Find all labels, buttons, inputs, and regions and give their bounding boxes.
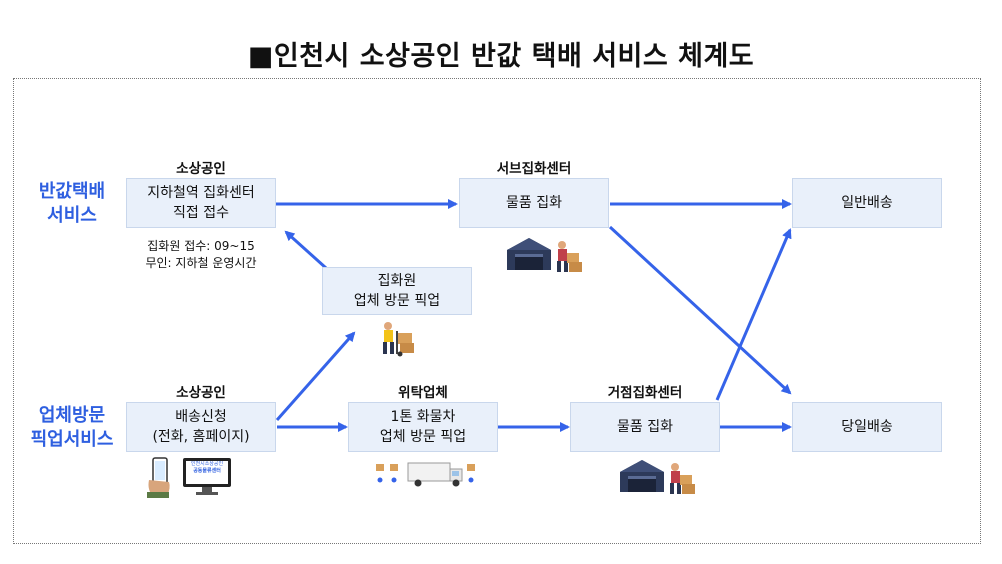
label-owner-bottom: 소상공인 bbox=[176, 385, 226, 401]
box-line: 물품 집화 bbox=[617, 419, 673, 435]
box-normal-delivery: 일반배송 bbox=[792, 178, 942, 228]
box-line: 배송신청 bbox=[175, 409, 227, 425]
label-contractor: 위탁업체 bbox=[398, 385, 448, 401]
delivery-truck-icon bbox=[376, 462, 475, 487]
box-delivery-apply: 배송신청 (전화, 홈페이지) bbox=[126, 402, 276, 452]
arrow-apply-to-collector bbox=[275, 331, 356, 421]
diagram-frame bbox=[13, 78, 981, 544]
arrow-collector-to-subway bbox=[284, 230, 328, 270]
box-sameday-delivery: 당일배송 bbox=[792, 402, 942, 452]
box-sub-collect: 물품 집화 bbox=[459, 178, 609, 228]
note-line: 집화원 접수: 09~15 bbox=[147, 239, 255, 253]
box-line: 업체 방문 픽업 bbox=[379, 429, 467, 445]
service-line: 픽업서비스 bbox=[30, 429, 114, 450]
service-line: 반값택배 bbox=[38, 181, 106, 202]
box-line: 당일배송 bbox=[841, 419, 893, 435]
box-line: 1톤 화물차 bbox=[390, 409, 456, 425]
box-line: 집화원 bbox=[377, 273, 417, 289]
box-line: 직접 접수 bbox=[173, 205, 229, 221]
label-owner-top: 소상공인 bbox=[176, 161, 226, 177]
label-sub-center: 서브집화센터 bbox=[496, 161, 572, 177]
box-line: (전화, 홈페이지) bbox=[152, 429, 250, 445]
monitor-line: 인천시소상공인 bbox=[190, 461, 224, 467]
arrow-hub-to-normal bbox=[715, 228, 792, 401]
box-collector: 집화원 업체 방문 픽업 bbox=[322, 267, 472, 315]
monitor-icon: 인천시소상공인 공동물류센터 bbox=[183, 458, 231, 496]
warehouse-worker-icon bbox=[507, 238, 582, 272]
warehouse-worker-icon bbox=[620, 460, 695, 494]
box-line: 지하철역 집화센터 bbox=[147, 185, 255, 201]
box-truck-pickup: 1톤 화물차 업체 방문 픽업 bbox=[348, 402, 498, 452]
note-line: 무인: 지하철 운영시간 bbox=[145, 256, 257, 270]
box-subway-center: 지하철역 집화센터 직접 접수 bbox=[126, 178, 276, 228]
monitor-line: 공동물류센터 bbox=[193, 468, 221, 474]
box-line: 업체 방문 픽업 bbox=[353, 293, 441, 309]
service-line: 서비스 bbox=[47, 205, 97, 226]
arrow-subcenter-to-sameday bbox=[608, 225, 792, 395]
box-line: 물품 집화 bbox=[506, 195, 562, 211]
service-line: 업체방문 bbox=[38, 405, 106, 426]
delivery-person-cart-icon bbox=[383, 322, 414, 357]
service-label-visit-pickup: 업체방문 픽업서비스 bbox=[14, 404, 130, 452]
diagram-title: ■인천시 소상공인 반값 택배 서비스 체계도 bbox=[247, 41, 755, 72]
smartphone-icon bbox=[147, 457, 170, 498]
service-label-half-price: 반값택배 서비스 bbox=[22, 180, 122, 228]
box-hub-collect: 물품 집화 bbox=[570, 402, 720, 452]
box-line: 일반배송 bbox=[841, 195, 893, 211]
label-hub-center: 거점집화센터 bbox=[607, 385, 683, 401]
reception-hours-note: 집화원 접수: 09~15 무인: 지하철 운영시간 bbox=[126, 238, 276, 272]
